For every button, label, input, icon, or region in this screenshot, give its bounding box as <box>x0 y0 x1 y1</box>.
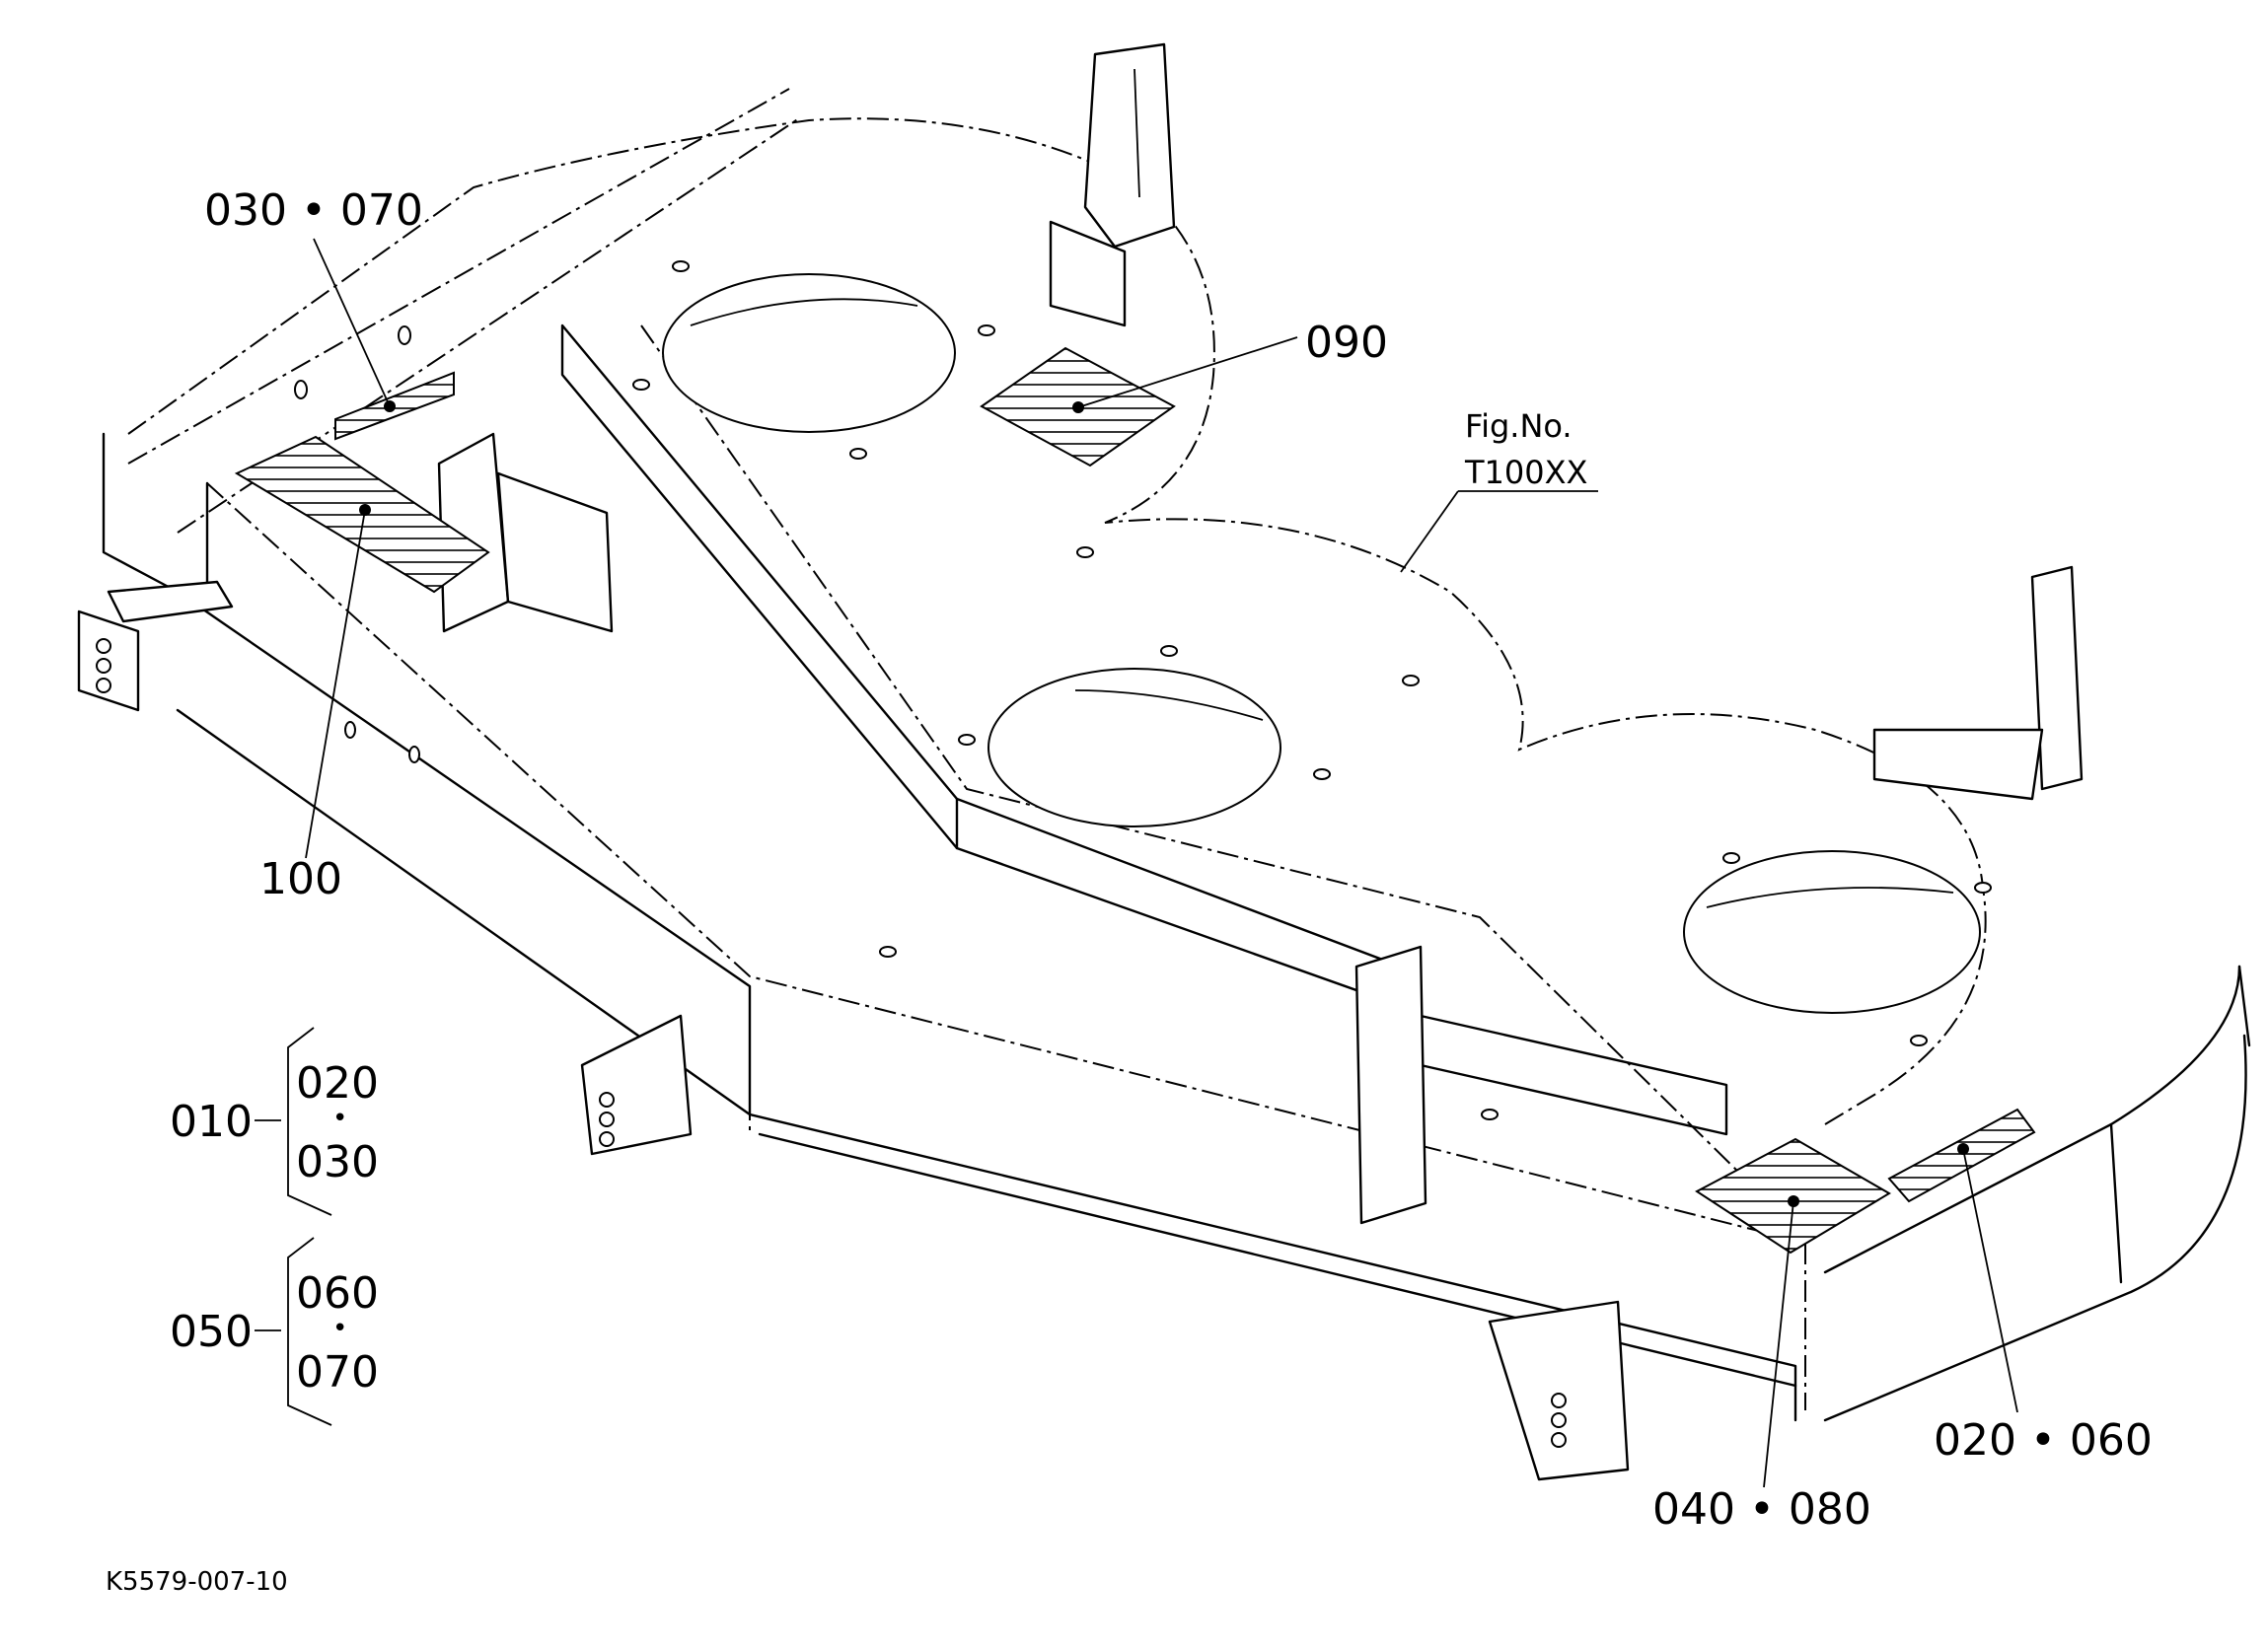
callout-090: 090 <box>1305 318 1388 368</box>
leader-lines <box>305 238 2018 1488</box>
left-skirt <box>102 88 1806 1422</box>
bolt-holes <box>294 260 1992 1120</box>
blade-openings <box>662 273 1981 1014</box>
group-010-sep: • <box>332 1104 347 1133</box>
group-050-parent: 050 <box>170 1307 253 1357</box>
callout-020-060: 020 • 060 <box>1934 1415 2153 1466</box>
group-050-top: 060 <box>296 1268 379 1319</box>
group-010: 010 020 • 030 <box>170 1027 379 1216</box>
mount-feet <box>77 580 1630 1481</box>
group-050: 050 060 • 070 <box>170 1237 379 1426</box>
center-baffle <box>560 323 1728 1136</box>
right-skirt <box>1823 965 2251 1422</box>
callout-040-080: 040 • 080 <box>1652 1484 1871 1535</box>
decal-020-060 <box>1887 1108 2036 1203</box>
fig-number: T100XX <box>1464 454 1587 491</box>
callout-100: 100 <box>259 854 342 904</box>
group-050-bottom: 070 <box>296 1347 379 1398</box>
group-010-bottom: 030 <box>296 1137 379 1187</box>
group-010-parent: 010 <box>170 1097 253 1147</box>
upright-brackets <box>437 42 2084 1225</box>
deck-top-plate <box>127 117 1987 1244</box>
group-050-sep: • <box>332 1314 347 1343</box>
group-010-top: 020 <box>296 1058 379 1109</box>
fig-label: Fig.No. <box>1465 407 1573 445</box>
drawing-code: K5579-007-10 <box>106 1567 288 1597</box>
callout-030-070: 030 • 070 <box>204 185 423 236</box>
